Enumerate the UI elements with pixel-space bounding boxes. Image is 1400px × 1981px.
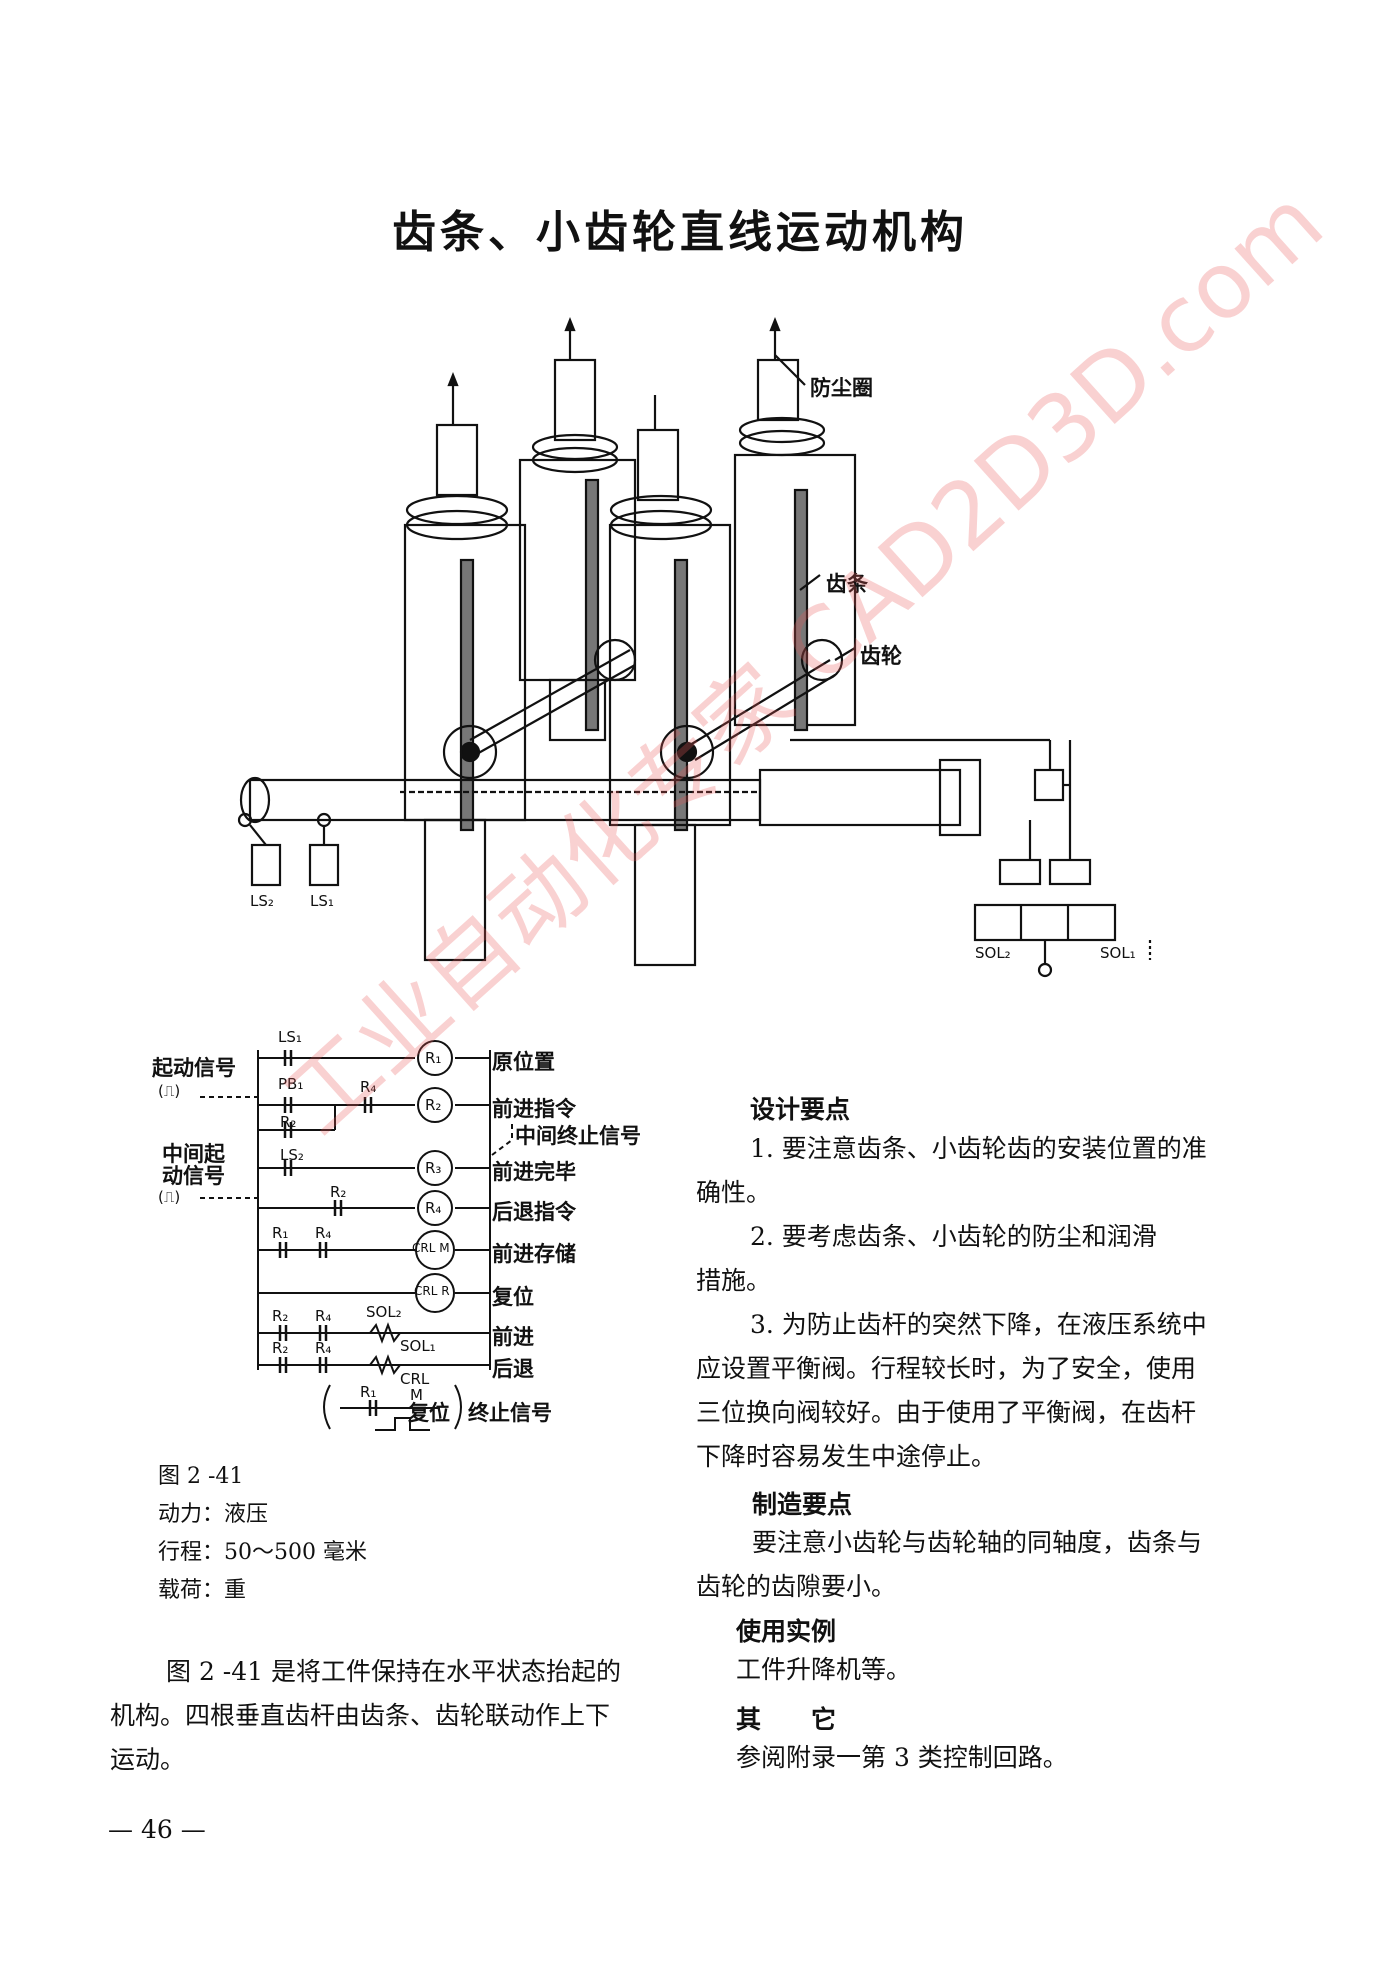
coil-r1 — [417, 1040, 453, 1076]
figure-number: 图 2 -41 — [158, 1464, 244, 1489]
contact-sol2: SOL₂ — [366, 1303, 402, 1321]
coil-label-r1: R₁ — [425, 1049, 442, 1067]
label-mid-start-1: 中间起 — [162, 1142, 225, 1166]
contact-ls2: LS₂ — [280, 1146, 304, 1164]
page-number: — 46 — — [108, 1815, 206, 1844]
other-text: 参阅附录一第 3 类控制回路。 — [736, 1743, 1068, 1772]
coil-crl-m — [415, 1230, 455, 1270]
design-points-heading: 设计要点 — [750, 1095, 851, 1124]
description-line-2: 机构。四根垂直齿杆由齿条、齿轮联动作上下 — [110, 1701, 611, 1730]
other-heading: 其 它 — [736, 1705, 837, 1734]
design-item3-line3: 三位换向阀较好。由于使用了平衡阀，在齿杆 — [696, 1398, 1197, 1427]
design-item2-line1: 2. 要考虑齿条、小齿轮的防尘和润滑 — [750, 1222, 1157, 1251]
design-item3-line4: 下降时容易发生中途停止。 — [696, 1442, 997, 1471]
label-mid-end: 中间终止信号 — [515, 1124, 641, 1148]
hydraulic-cylinder — [758, 738, 1050, 837]
output-reset: 复位 — [492, 1285, 534, 1309]
gear-3 — [659, 724, 715, 780]
label-dust-ring: 防尘圈 — [810, 376, 873, 400]
label-start-pulse: (⎍) — [158, 1082, 181, 1100]
contact-r2d: R₂ — [272, 1339, 289, 1357]
contact-sol1: SOL₁ — [400, 1337, 436, 1355]
gear-2 — [593, 638, 637, 682]
design-item3-line2: 应设置平衡阀。行程较长时，为了安全，使用 — [696, 1354, 1197, 1383]
usage-text: 工件升降机等。 — [736, 1655, 912, 1684]
output-advance-memory: 前进存储 — [492, 1242, 576, 1266]
label-rack: 齿条 — [826, 572, 868, 596]
coil-crl-r — [415, 1273, 455, 1313]
gear-4 — [800, 638, 844, 682]
label-start-signal: 起动信号 — [152, 1056, 236, 1080]
label-mid-start-2: 动信号 — [162, 1164, 225, 1188]
figure-power: 动力：液压 — [158, 1502, 269, 1527]
gear-1 — [442, 724, 498, 780]
manufacturing-line-1: 要注意小齿轮与齿轮轴的同轴度，齿条与 — [752, 1528, 1203, 1557]
limit-switch-ls1 — [308, 812, 340, 887]
design-item3-line1: 3. 为防止齿杆的突然下降，在液压系统中 — [750, 1310, 1207, 1339]
figure-load: 载荷：重 — [158, 1578, 247, 1603]
contact-r1a: R₁ — [272, 1224, 289, 1242]
rack-rod-2 — [518, 317, 637, 742]
design-item1-line2: 确性。 — [696, 1178, 772, 1207]
output-advance-cmd: 前进指令 — [492, 1097, 576, 1121]
coil-r2 — [417, 1087, 453, 1123]
description-line-1: 图 2 -41 是将工件保持在水平状态抬起的 — [166, 1657, 622, 1686]
contact-r4c: R₄ — [315, 1307, 332, 1325]
contact-r4a: R₄ — [360, 1078, 377, 1096]
coil-label-crl-r: CRL R — [414, 1284, 450, 1298]
label-reset-inline: 复位 — [408, 1401, 450, 1425]
output-return: 后退 — [492, 1357, 534, 1381]
coil-r3 — [417, 1150, 453, 1186]
contact-r4b: R₄ — [315, 1224, 332, 1242]
figure-stroke: 行程：50～500 毫米 — [158, 1540, 367, 1565]
design-item2-line2: 措施。 — [696, 1266, 772, 1295]
design-item1-line1: 1. 要注意齿条、小齿轮齿的安装位置的准 — [750, 1134, 1207, 1163]
manufacturing-heading: 制造要点 — [752, 1490, 853, 1519]
coil-label-r2: R₂ — [425, 1096, 442, 1114]
output-home: 原位置 — [492, 1050, 555, 1074]
hydraulic-circuit — [973, 740, 1152, 978]
manufacturing-line-2: 齿轮的齿隙要小。 — [696, 1572, 897, 1601]
label-ls2: LS₂ — [250, 892, 274, 910]
output-return-cmd: 后退指令 — [492, 1200, 576, 1224]
label-sol1: SOL₁ — [1100, 944, 1136, 962]
coil-label-r4: R₄ — [425, 1199, 442, 1217]
label-end-signal: 终止信号 — [468, 1401, 552, 1425]
contact-ls1: LS₁ — [278, 1028, 302, 1046]
usage-heading: 使用实例 — [736, 1617, 837, 1646]
coil-label-r3: R₃ — [425, 1159, 442, 1177]
label-gear: 齿轮 — [860, 644, 902, 668]
contact-crl: CRL — [400, 1370, 430, 1388]
output-advance: 前进 — [492, 1325, 534, 1349]
contact-r2a: R₂ — [280, 1113, 297, 1131]
output-advance-done: 前进完毕 — [492, 1160, 576, 1184]
rack-rod-3 — [608, 395, 732, 967]
rack-rod-4 — [733, 317, 857, 732]
contact-r2b: R₂ — [330, 1183, 347, 1201]
contact-pb1: PB₁ — [278, 1075, 304, 1093]
coil-r4 — [417, 1190, 453, 1226]
contact-r2c: R₂ — [272, 1307, 289, 1325]
label-ls1: LS₁ — [310, 892, 334, 910]
limit-switch-ls2 — [237, 812, 282, 887]
contact-crl-m: M — [410, 1386, 423, 1404]
label-sol2: SOL₂ — [975, 944, 1011, 962]
contact-r1b: R₁ — [360, 1383, 377, 1401]
coil-label-crl-m: CRL M — [412, 1241, 450, 1255]
description-line-3: 运动。 — [110, 1745, 186, 1774]
page-title: 齿条、小齿轮直线运动机构 — [392, 207, 968, 258]
contact-r4d: R₄ — [315, 1339, 332, 1357]
label-mid-pulse: (⎍) — [158, 1188, 181, 1206]
